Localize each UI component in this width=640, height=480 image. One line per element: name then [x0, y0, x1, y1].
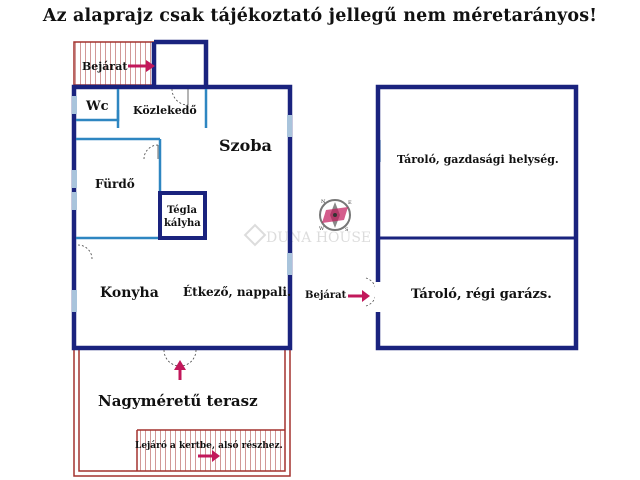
entrance-arrow-terrace	[174, 360, 186, 380]
main-building-walls	[71, 39, 293, 351]
label-etkezo: Étkező, nappali.	[183, 284, 291, 299]
watermark: DUNA HOUSE	[243, 223, 371, 247]
garden-stairs-arrow	[198, 450, 220, 462]
watermark-text: DUNA HOUSE	[266, 230, 371, 246]
outbuilding-door-gap	[375, 282, 381, 312]
label-szoba: Szoba	[219, 136, 272, 155]
garden-stairs	[137, 430, 285, 471]
compass-e: E	[348, 200, 352, 206]
outbuilding-walls	[375, 84, 579, 351]
stove-box	[158, 191, 207, 240]
plan-disclaimer: Az alaprajz csak tájékoztató jellegű nem…	[42, 6, 598, 26]
interior-partitions	[76, 89, 208, 240]
label-kalyha-2: kályha	[164, 218, 201, 229]
label-konyha: Konyha	[100, 285, 159, 301]
compass-s: S	[345, 227, 349, 233]
compass-w: W	[319, 226, 325, 232]
terrace	[73, 348, 291, 477]
label-tarolo-lower: Tároló, régi garázs.	[411, 287, 552, 302]
label-lejaro: Lejáró a kertbe, alsó részhez.	[135, 440, 283, 451]
compass-icon: N S E W	[319, 199, 352, 233]
entrance-arrow-outbuilding	[348, 290, 370, 302]
entrance-arrow-top	[128, 60, 155, 72]
label-terasz: Nagyméretű terasz	[98, 392, 258, 410]
compass-n: N	[321, 199, 326, 205]
label-kozlekedo: Közlekedő	[133, 104, 197, 117]
label-bejarat-top: Bejárat	[82, 60, 128, 73]
label-tarolo-upper: Tároló, gazdasági helység.	[397, 153, 559, 166]
label-furdo: Fürdő	[95, 177, 135, 191]
label-wc: Wc	[85, 99, 109, 114]
label-kalyha-1: Tégla	[167, 205, 197, 216]
label-bejarat-right: Bejárat	[305, 290, 347, 301]
